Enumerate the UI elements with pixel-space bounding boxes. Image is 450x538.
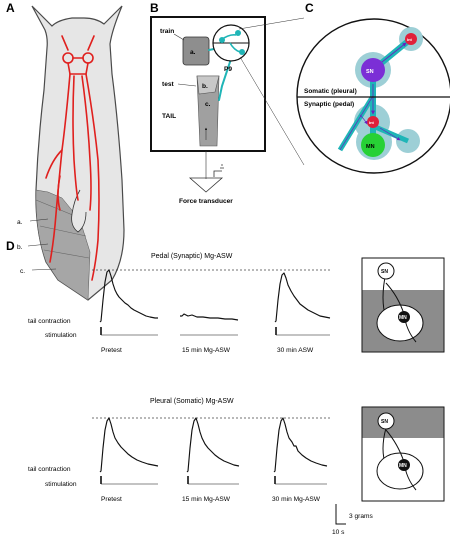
mn-label: MN bbox=[366, 144, 375, 150]
trace-pleural-15min bbox=[186, 417, 240, 473]
condition-pleural-15min: 15 min Mg-ASW bbox=[182, 496, 231, 503]
region-b-label: b. bbox=[202, 83, 208, 90]
int-label-lower: Int bbox=[369, 120, 375, 125]
panel-a-label-c: c. bbox=[20, 268, 25, 275]
nerve-tracks bbox=[45, 35, 100, 281]
schematic-pleural-mn-label: MN bbox=[399, 463, 407, 469]
train-label: train bbox=[160, 28, 174, 35]
row-label-stimulation-2: stimulation bbox=[45, 481, 77, 488]
experiment-title-pleural: Pleural (Somatic) Mg-ASW bbox=[150, 398, 234, 405]
force-transducer-label: Force transducer bbox=[179, 198, 233, 205]
region-a-block bbox=[182, 36, 210, 66]
row-label-tail-contraction-2: tail contraction bbox=[28, 466, 71, 473]
condition-pedal-30min: 30 min ASW bbox=[277, 347, 314, 354]
panel-label-c: C bbox=[305, 1, 314, 15]
tail-label: TAIL bbox=[162, 113, 176, 120]
int-label-upper: Int bbox=[407, 37, 413, 42]
schematic-pedal-bath bbox=[361, 257, 445, 353]
panel-label-b: B bbox=[150, 1, 159, 15]
trace-pedal-15min bbox=[180, 313, 239, 321]
scale-bar bbox=[335, 504, 346, 525]
panel-label-d: D bbox=[6, 239, 15, 253]
panel-a-label-b: b. bbox=[17, 244, 23, 251]
test-label: test bbox=[162, 81, 175, 88]
preparation-chamber bbox=[150, 16, 266, 152]
condition-pleural-pretest: Pretest bbox=[101, 496, 122, 503]
row-label-stimulation-1: stimulation bbox=[45, 332, 77, 339]
scale-bar-amplitude: 3 grams bbox=[349, 513, 374, 520]
condition-pedal-15min: 15 min Mg-ASW bbox=[182, 347, 231, 354]
schematic-pleural-sn-label: SN bbox=[381, 419, 388, 425]
panel-a-label-a: a. bbox=[17, 219, 23, 226]
trace-pleural-pretest bbox=[99, 417, 159, 473]
experiment-title-pedal: Pedal (Synaptic) Mg-ASW bbox=[151, 253, 233, 260]
schematic-pedal-mn-label: MN bbox=[399, 315, 407, 321]
interneuron-soma-lower bbox=[367, 116, 379, 128]
interneuron-soma-upper bbox=[405, 33, 417, 45]
schematic-pedal-sn-label: SN bbox=[381, 269, 388, 275]
force-transducer-symbol bbox=[188, 164, 224, 193]
sensory-neuron-soma bbox=[361, 58, 385, 82]
aplysia-body-diagram bbox=[27, 5, 125, 301]
sn-label: SN bbox=[366, 69, 374, 75]
p9-label: P9 bbox=[224, 66, 232, 73]
synaptic-label: Synaptic (pedal) bbox=[304, 101, 354, 108]
region-c-label: c. bbox=[205, 101, 211, 108]
motor-neuron-soma bbox=[361, 133, 385, 157]
region-a-label: a. bbox=[190, 49, 196, 56]
somatic-label: Somatic (pleural) bbox=[304, 88, 357, 95]
trace-pedal-30min bbox=[274, 272, 331, 323]
condition-pleural-30min: 30 min Mg-ASW bbox=[272, 496, 321, 503]
trace-pleural-30min bbox=[273, 417, 328, 473]
scale-bar-time: 10 s bbox=[332, 529, 345, 536]
schematic-pleural-bath bbox=[361, 406, 445, 502]
panel-label-a: A bbox=[6, 1, 15, 15]
condition-pedal-pretest: Pretest bbox=[101, 347, 122, 354]
row-label-tail-contraction-1: tail contraction bbox=[28, 318, 71, 325]
trace-pedal-pretest bbox=[99, 269, 158, 323]
